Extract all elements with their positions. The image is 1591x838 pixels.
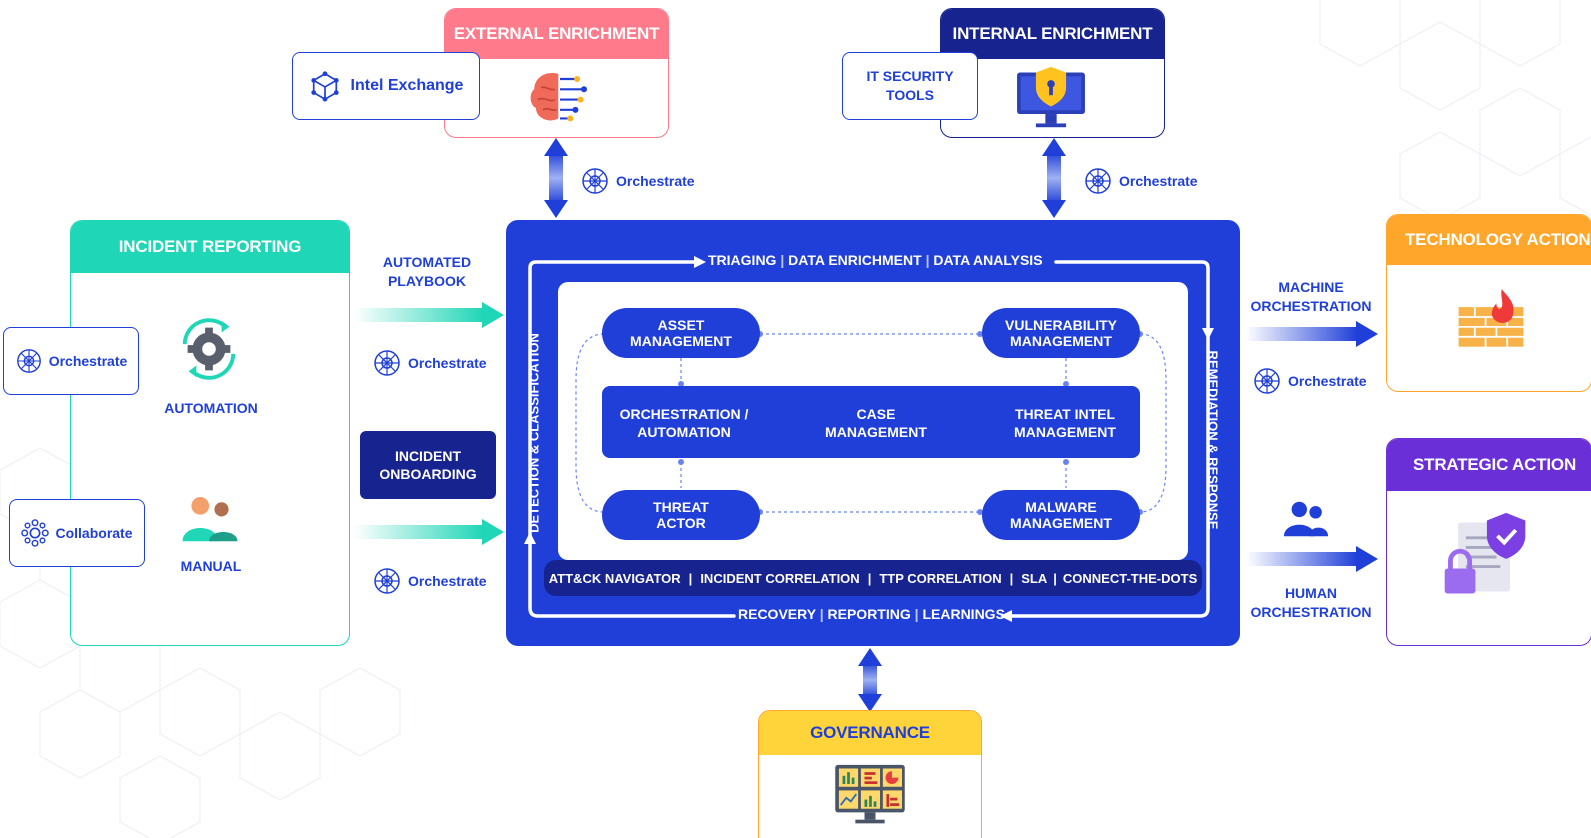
human-orchestration-label: HUMAN ORCHESTRATION xyxy=(1250,585,1372,620)
core-center-bar xyxy=(602,386,1140,458)
orchestrate-playbook-label: Orchestrate xyxy=(408,355,487,371)
left-loop-text: DETECTION & CLASSIFICATION xyxy=(526,333,542,533)
collaborate-label: Collaborate xyxy=(55,525,133,541)
orchestration-automation-label: ORCHESTRATION / AUTOMATION xyxy=(619,406,749,440)
loop-step-data-enrichment: DATA ENRICHMENT xyxy=(788,252,922,268)
security-monitor-icon xyxy=(1017,66,1085,128)
incident-reporting-card: INCIDENT REPORTING AUTOMATION MANUAL xyxy=(70,220,350,646)
incident-reporting-title: INCIDENT REPORTING xyxy=(71,221,349,273)
orchestrate-icon xyxy=(1085,168,1111,194)
cap-connect-the-dots: CONNECT-THE-DOTS xyxy=(1062,570,1198,586)
orchestrate-external: Orchestrate xyxy=(580,166,695,196)
orchestrate-technology-label: Orchestrate xyxy=(1288,373,1367,389)
loop-step-learnings: LEARNINGS xyxy=(922,606,1005,622)
governance-title: GOVERNANCE xyxy=(759,711,981,755)
loop-step-reporting: REPORTING xyxy=(827,606,911,622)
human-users-icon xyxy=(1283,501,1329,537)
orchestrate-icon xyxy=(1254,368,1280,394)
cap-ttp-correlation: TTP CORRELATION xyxy=(879,570,1002,586)
top-loop-text: TRIAGING | DATA ENRICHMENT | DATA ANALYS… xyxy=(708,252,1043,268)
automation-gear-icon xyxy=(182,318,236,380)
orchestrate-internal: Orchestrate xyxy=(1083,166,1198,196)
technology-action-title: TECHNOLOGY ACTION xyxy=(1387,215,1591,265)
orchestrate-icon xyxy=(582,168,608,194)
asset-management-module[interactable]: ASSET MANAGEMENT xyxy=(602,308,760,358)
loop-step-data-analysis: DATA ANALYSIS xyxy=(933,252,1043,268)
orchestrate-technology: Orchestrate xyxy=(1252,366,1367,396)
right-loop-text: REMEDIATION & RESPONSE xyxy=(1205,350,1221,530)
dashboard-monitor-icon xyxy=(835,764,905,824)
loop-step-recovery: RECOVERY xyxy=(738,606,816,622)
cap-incident-correlation: INCIDENT CORRELATION xyxy=(700,570,860,586)
threat-actor-module[interactable]: THREAT ACTOR xyxy=(602,490,760,540)
threat-actor-label: THREAT ACTOR xyxy=(653,499,709,531)
it-security-tools-label: IT SECURITY TOOLS xyxy=(866,68,954,103)
cap-sla: SLA xyxy=(1021,570,1048,586)
bottom-loop-text: RECOVERY | REPORTING | LEARNINGS xyxy=(738,606,1005,622)
case-management-module[interactable]: CASE MANAGEMENT xyxy=(812,398,940,448)
intel-exchange-label: Intel Exchange xyxy=(350,77,464,94)
manual-label: MANUAL xyxy=(180,558,242,574)
cube-network-icon xyxy=(310,71,339,102)
cap-attack-navigator: ATT&CK NAVIGATOR xyxy=(548,570,681,586)
orchestrate-playbook: Orchestrate xyxy=(372,348,487,378)
people-icon xyxy=(182,496,238,542)
collaborate-badge[interactable]: Collaborate xyxy=(9,499,145,567)
automated-playbook-label: AUTOMATED PLAYBOOK xyxy=(382,254,472,289)
strategic-action-card: STRATEGIC ACTION xyxy=(1386,438,1591,646)
internal-enrichment-card: INTERNAL ENRICHMENT xyxy=(940,8,1165,138)
orchestrate-manual-label: Orchestrate xyxy=(408,573,487,589)
orchestrate-icon xyxy=(16,349,41,373)
orchestrate-manual: Orchestrate xyxy=(372,566,487,596)
intel-exchange-badge[interactable]: Intel Exchange xyxy=(292,52,480,120)
firewall-icon xyxy=(1458,289,1524,347)
threat-intel-management-label: THREAT INTEL MANAGEMENT xyxy=(1014,406,1116,440)
asset-management-label: ASSET MANAGEMENT xyxy=(630,317,732,349)
case-management-label: CASE MANAGEMENT xyxy=(825,406,927,440)
governance-card: GOVERNANCE xyxy=(758,710,982,838)
incident-onboarding-box[interactable]: INCIDENT ONBOARDING xyxy=(360,431,496,499)
orchestrate-icon xyxy=(374,568,400,594)
capabilities-bar: ATT&CK NAVIGATOR | INCIDENT CORRELATION … xyxy=(544,560,1202,596)
technology-action-card: TECHNOLOGY ACTION xyxy=(1386,214,1591,392)
machine-orchestration-label: MACHINE ORCHESTRATION xyxy=(1250,279,1372,314)
orchestrate-icon xyxy=(374,350,400,376)
it-security-tools-badge[interactable]: IT SECURITY TOOLS xyxy=(842,52,978,120)
orchestrate-automation-badge[interactable]: Orchestrate xyxy=(3,327,139,395)
loop-step-triaging: TRIAGING xyxy=(708,252,777,268)
strategic-action-title: STRATEGIC ACTION xyxy=(1387,439,1591,491)
malware-management-module[interactable]: MALWARE MANAGEMENT xyxy=(982,490,1140,540)
orchestration-automation-module[interactable]: ORCHESTRATION / AUTOMATION xyxy=(614,398,754,448)
orchestrate-automation-label: Orchestrate xyxy=(48,353,128,369)
external-enrichment-title: EXTERNAL ENRICHMENT xyxy=(445,9,668,59)
automation-label: AUTOMATION xyxy=(164,400,258,416)
vulnerability-management-label: VULNERABILITY MANAGEMENT xyxy=(1005,317,1117,349)
incident-onboarding-label: INCIDENT ONBOARDING xyxy=(379,448,477,482)
internal-enrichment-title: INTERNAL ENRICHMENT xyxy=(941,9,1164,59)
brain-circuit-icon xyxy=(530,72,587,122)
orchestrate-internal-label: Orchestrate xyxy=(1119,173,1198,189)
document-shield-lock-icon xyxy=(1444,512,1526,594)
collaborate-icon xyxy=(21,519,50,547)
malware-management-label: MALWARE MANAGEMENT xyxy=(1010,499,1112,531)
threat-intel-management-module[interactable]: THREAT INTEL MANAGEMENT xyxy=(1000,398,1130,448)
orchestrate-external-label: Orchestrate xyxy=(616,173,695,189)
vulnerability-management-module[interactable]: VULNERABILITY MANAGEMENT xyxy=(982,308,1140,358)
